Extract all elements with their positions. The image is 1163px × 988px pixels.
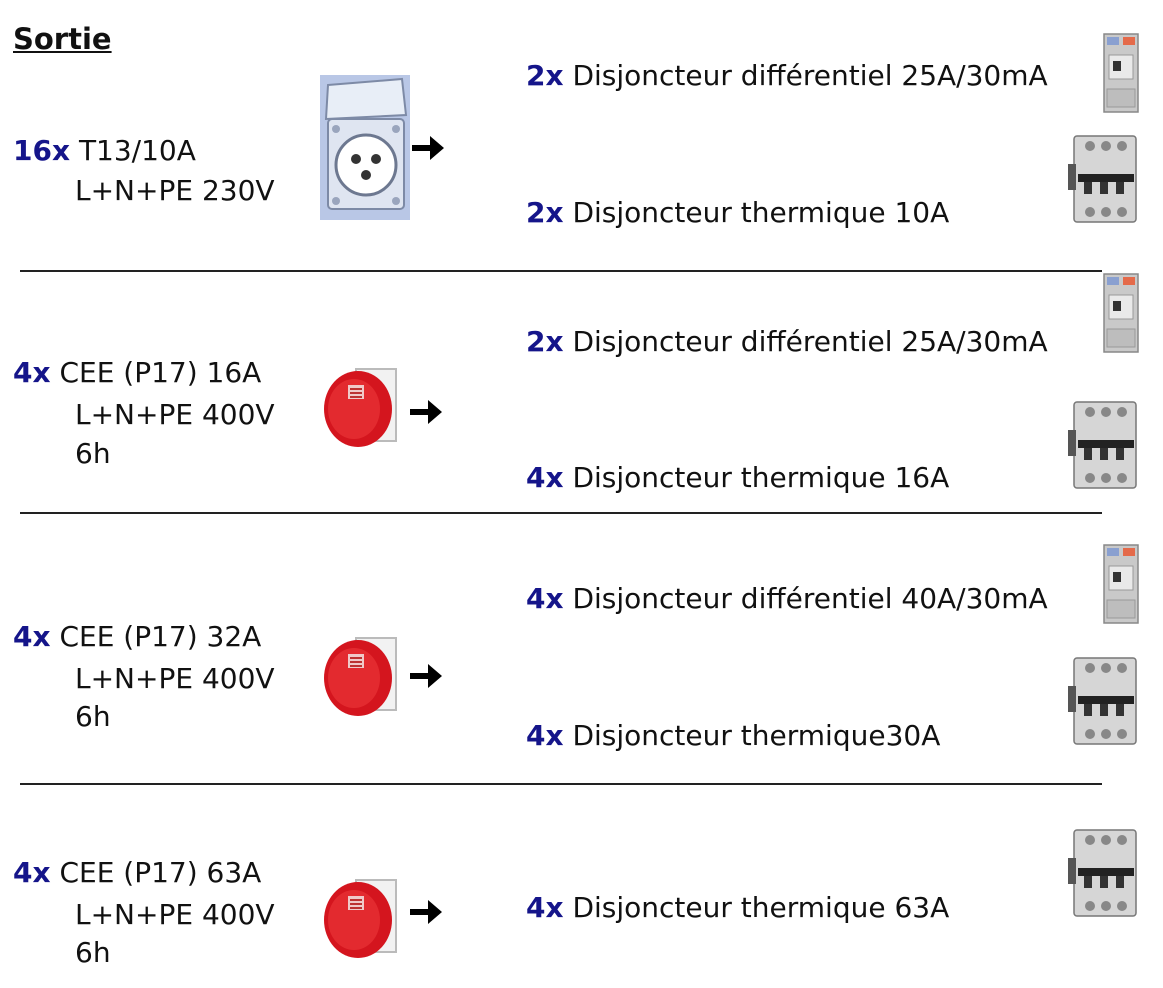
input-name: CEE (P17) 16A [59, 356, 262, 389]
output-quantity: 2x [526, 196, 564, 229]
output-label: Disjoncteur thermique30A [572, 719, 941, 752]
page-title: Sortie [13, 22, 112, 56]
rcd-breaker-icon [1103, 273, 1139, 353]
input-name: T13/10A [78, 134, 196, 167]
rcd-breaker-icon [1103, 33, 1139, 113]
input-quantity: 4x [13, 356, 51, 389]
cee-socket-icon [322, 874, 398, 960]
input-spec: L+N+PE 230V [75, 174, 275, 207]
mcb-breaker-icon [1068, 656, 1138, 746]
input-duration: 6h [75, 437, 111, 470]
input-quantity: 4x [13, 620, 51, 653]
rcd-breaker-icon [1103, 544, 1139, 624]
input-name: CEE (P17) 32A [59, 620, 262, 653]
input-spec: L+N+PE 400V [75, 662, 275, 695]
mcb-breaker-icon [1068, 134, 1138, 224]
input-name: CEE (P17) 63A [59, 856, 262, 889]
input-quantity: 4x [13, 856, 51, 889]
cee-socket-icon [322, 632, 398, 718]
section-divider [20, 270, 1102, 272]
mcb-breaker-icon [1068, 400, 1138, 490]
output-quantity: 2x [526, 59, 564, 92]
arrow-icon [408, 661, 444, 691]
output-label: Disjoncteur thermique 16A [572, 461, 950, 494]
input-spec: L+N+PE 400V [75, 898, 275, 931]
output-label: Disjoncteur thermique 10A [572, 196, 950, 229]
section-divider [20, 783, 1102, 785]
output-label: Disjoncteur différentiel 40A/30mA [572, 582, 1048, 615]
t13-socket-icon [320, 75, 410, 220]
input-line: 4x CEE (P17) 16A [13, 356, 261, 389]
input-line: 4x CEE (P17) 63A [13, 856, 261, 889]
input-line: 16x T13/10A [13, 134, 196, 167]
output-line: 2x Disjoncteur thermique 10A [526, 196, 949, 229]
input-duration: 6h [75, 936, 111, 969]
mcb-breaker-icon [1068, 828, 1138, 918]
arrow-icon [408, 397, 444, 427]
output-line: 2x Disjoncteur différentiel 25A/30mA [526, 59, 1048, 92]
output-quantity: 4x [526, 582, 564, 615]
input-quantity: 16x [13, 134, 71, 167]
section-divider [20, 512, 1102, 514]
output-line: 4x Disjoncteur thermique30A [526, 719, 940, 752]
cee-socket-icon [322, 363, 398, 449]
output-quantity: 4x [526, 891, 564, 924]
output-line: 4x Disjoncteur différentiel 40A/30mA [526, 582, 1048, 615]
output-line: 4x Disjoncteur thermique 63A [526, 891, 949, 924]
output-label: Disjoncteur différentiel 25A/30mA [572, 325, 1048, 358]
output-label: Disjoncteur différentiel 25A/30mA [572, 59, 1048, 92]
output-label: Disjoncteur thermique 63A [572, 891, 950, 924]
output-line: 2x Disjoncteur différentiel 25A/30mA [526, 325, 1048, 358]
input-spec: L+N+PE 400V [75, 398, 275, 431]
output-quantity: 2x [526, 325, 564, 358]
output-line: 4x Disjoncteur thermique 16A [526, 461, 949, 494]
arrow-icon [408, 897, 444, 927]
input-line: 4x CEE (P17) 32A [13, 620, 261, 653]
input-duration: 6h [75, 700, 111, 733]
arrow-icon [410, 133, 446, 163]
output-quantity: 4x [526, 719, 564, 752]
output-quantity: 4x [526, 461, 564, 494]
